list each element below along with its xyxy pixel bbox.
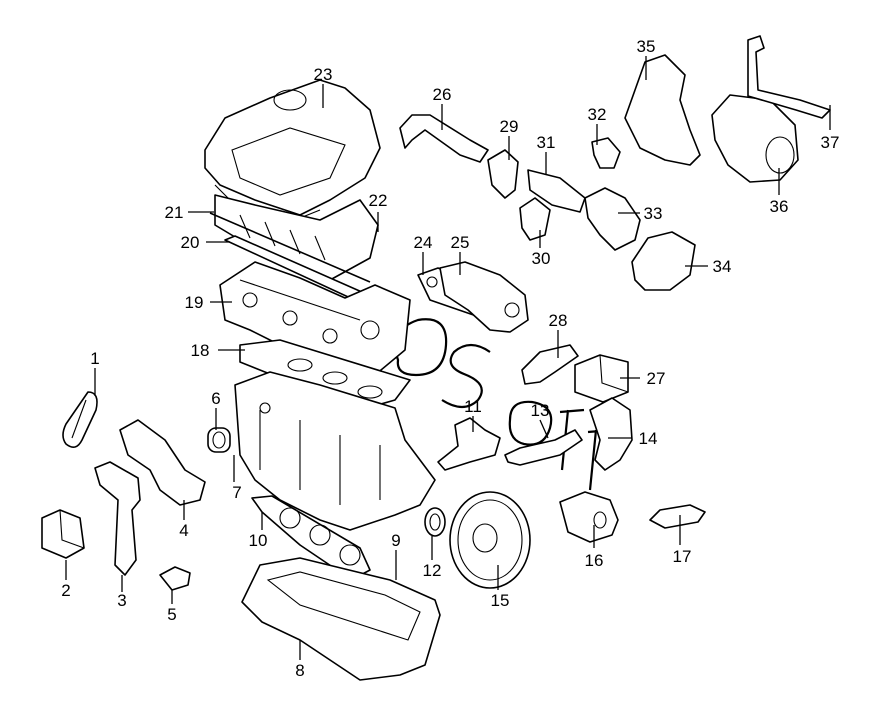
callout-2: 2: [61, 581, 70, 600]
callout-31: 31: [537, 133, 556, 152]
callout-10: 10: [249, 531, 268, 550]
callout-23: 23: [314, 65, 333, 84]
callout-13: 13: [531, 401, 550, 420]
callout-35: 35: [637, 37, 656, 56]
heat-shield: [624, 54, 701, 166]
callout-9: 9: [391, 531, 400, 550]
callout-11: 11: [464, 397, 482, 416]
callout-12: 12: [423, 561, 442, 580]
bush-part: [207, 427, 231, 453]
timing-belt: [62, 391, 98, 448]
callout-3: 3: [117, 591, 126, 610]
egr-plate: [527, 169, 586, 213]
callout-7: 7: [232, 483, 241, 502]
callout-24: 24: [414, 233, 433, 252]
rail-part: [209, 212, 371, 283]
callout-6: 6: [211, 389, 220, 408]
callout-28: 28: [549, 311, 568, 330]
callout-18: 18: [191, 341, 210, 360]
callout-29: 29: [500, 117, 519, 136]
flywheel: [449, 491, 531, 589]
callout-16: 16: [585, 551, 604, 570]
starter-motor: [559, 491, 619, 543]
callout-5: 5: [167, 605, 176, 624]
oil-seal: [424, 507, 446, 537]
watermark-logo: [394, 318, 613, 491]
exhaust-manifold: [439, 261, 529, 333]
callout-25: 25: [451, 233, 470, 252]
callout-34: 34: [713, 257, 732, 276]
callout-17: 17: [673, 547, 692, 566]
mount-block: [574, 354, 629, 403]
callout-33: 33: [644, 204, 663, 223]
callout-30: 30: [532, 249, 551, 268]
callout-27: 27: [647, 369, 666, 388]
callout-8: 8: [295, 661, 304, 680]
leader-lines: [65, 56, 831, 660]
control-module: [41, 509, 85, 559]
callout-14: 14: [639, 429, 658, 448]
water-outlet: [631, 231, 696, 291]
engine-block: [234, 371, 436, 531]
intake-hose: [399, 114, 489, 163]
tension-bracket: [521, 344, 579, 385]
water-pump: [711, 94, 799, 183]
oil-pan: [241, 557, 441, 681]
mount-bracket: [94, 461, 141, 576]
callout-36: 36: [770, 197, 789, 216]
cylinder-head: [219, 261, 411, 376]
callout-37: 37: [821, 133, 840, 152]
callout-20: 20: [181, 233, 200, 252]
callout-labels: 1 2 3 4 5 6 7 8 9 10 11 12 13 14 15 16 1…: [61, 37, 839, 680]
hose-elbow: [487, 149, 519, 199]
callout-15: 15: [491, 591, 510, 610]
coolant-housing: [589, 397, 633, 471]
callout-22: 22: [369, 191, 388, 210]
engine-mount: [119, 419, 206, 506]
callout-32: 32: [588, 105, 607, 124]
thermostat-housing: [437, 417, 501, 471]
callout-1: 1: [90, 349, 99, 368]
coolant-pipe: [747, 35, 831, 119]
callout-19: 19: [185, 293, 204, 312]
coolant-hose: [504, 429, 583, 466]
clip-part: [159, 566, 191, 591]
torque-link: [649, 504, 706, 529]
sensor-part: [591, 137, 621, 169]
cam-cover: [214, 194, 379, 281]
callout-26: 26: [433, 85, 452, 104]
egr-valve: [584, 187, 641, 251]
callout-21: 21: [165, 203, 184, 222]
callout-4: 4: [179, 521, 188, 540]
egr-hose: [519, 197, 551, 241]
